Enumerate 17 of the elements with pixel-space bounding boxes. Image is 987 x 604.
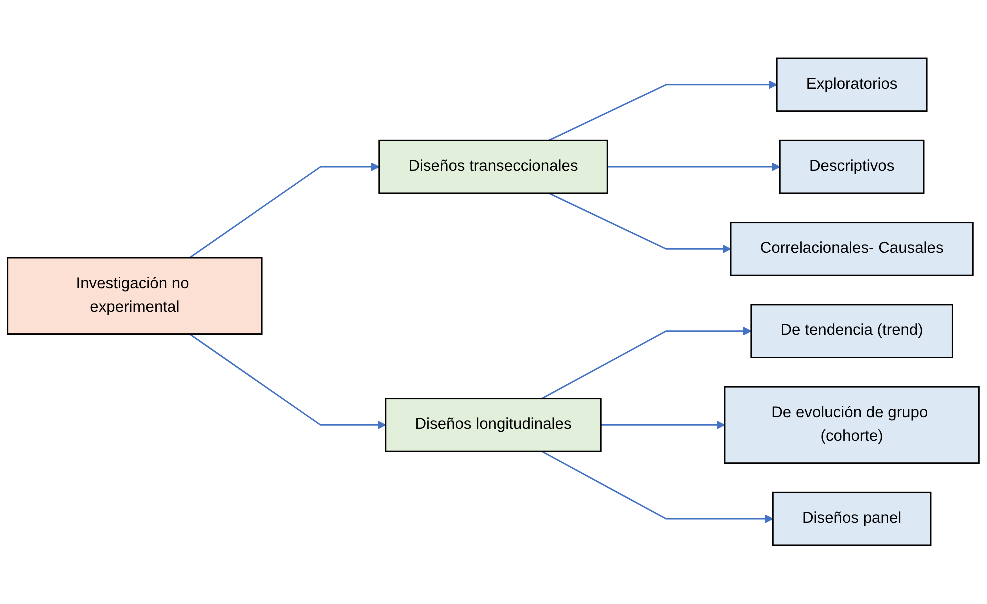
node-box: De evolución de grupo (cohorte): [724, 386, 980, 464]
arrow: [542, 327, 752, 400]
arrow: [548, 80, 778, 142]
node-box: Descriptivos: [779, 140, 925, 194]
node-box: Correlacionales- Causales: [730, 222, 974, 276]
node-box: Diseños longitudinales: [385, 398, 602, 452]
arrow: [608, 162, 781, 172]
arrow: [542, 450, 774, 524]
node-box: Exploratorios: [776, 58, 928, 112]
arrow: [189, 162, 380, 259]
node-box: Investigación no experimental: [7, 257, 263, 335]
node-box: Diseños panel: [772, 492, 932, 546]
node-box: Diseños transeccionales: [378, 140, 608, 194]
arrow: [601, 420, 726, 430]
arrow: [189, 334, 386, 430]
arrow: [548, 192, 732, 254]
node-box: De tendencia (trend): [750, 304, 954, 358]
